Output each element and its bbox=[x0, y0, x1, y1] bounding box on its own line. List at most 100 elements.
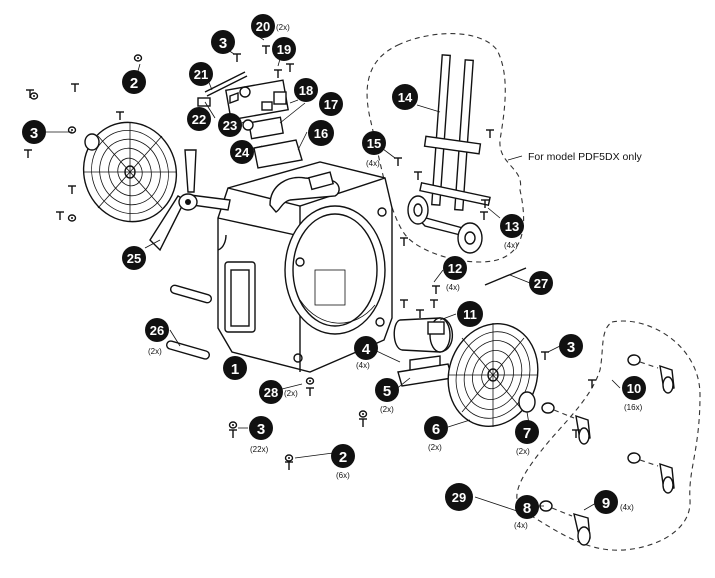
callout-number: 12 bbox=[448, 261, 462, 276]
callout-c4: 4 bbox=[354, 336, 378, 360]
callout-number: 2 bbox=[130, 75, 138, 92]
callout-disc bbox=[211, 30, 235, 54]
callout-number: 5 bbox=[383, 383, 391, 400]
callout-qty-c26: (2x) bbox=[148, 347, 162, 356]
right-fan-guard bbox=[447, 323, 539, 427]
housing bbox=[217, 161, 393, 373]
callout-qty-c8: (4x) bbox=[514, 521, 528, 530]
callout-disc bbox=[22, 120, 46, 144]
callout-disc bbox=[272, 37, 296, 61]
shaft-rod bbox=[484, 267, 527, 286]
callout-disc bbox=[515, 495, 539, 519]
callout-qty-c9: (4x) bbox=[620, 503, 634, 512]
callout-number: 18 bbox=[299, 83, 313, 98]
callout-disc bbox=[392, 84, 418, 110]
callout-disc bbox=[218, 113, 242, 137]
callout-disc bbox=[249, 416, 273, 440]
callout-disc bbox=[443, 256, 467, 280]
callout-c8: 8 bbox=[515, 495, 539, 519]
callout-disc bbox=[362, 131, 386, 155]
callout-c2a: 2 bbox=[122, 70, 146, 94]
callout-c18: 18 bbox=[294, 78, 318, 102]
callout-c21: 21 bbox=[189, 62, 213, 86]
callout-number: 3 bbox=[567, 339, 575, 356]
callout-number: 11 bbox=[463, 307, 477, 322]
callout-qty-c12: (4x) bbox=[446, 283, 460, 292]
callout-c3c: 3 bbox=[559, 334, 583, 358]
callout-number: 3 bbox=[257, 421, 265, 438]
callout-number: 7 bbox=[523, 425, 531, 442]
callout-disc bbox=[457, 301, 483, 327]
callout-c10: 10 bbox=[622, 376, 646, 400]
callout-disc bbox=[230, 140, 254, 164]
callout-c20: 20 bbox=[251, 14, 275, 38]
callout-disc bbox=[331, 444, 355, 468]
callout-qty-c4: (4x) bbox=[356, 361, 370, 370]
callout-number: 13 bbox=[505, 219, 519, 234]
callout-qty-c28: (2x) bbox=[284, 389, 298, 398]
callout-qty-c7: (2x) bbox=[516, 447, 530, 456]
callout-disc bbox=[145, 318, 169, 342]
callout-number: 10 bbox=[627, 381, 641, 396]
switch-assembly bbox=[197, 71, 303, 169]
callout-qty-c3d: (22x) bbox=[250, 445, 269, 454]
callout-c9: 9 bbox=[594, 490, 618, 514]
callout-disc bbox=[515, 420, 539, 444]
callout-c26: 26 bbox=[145, 318, 169, 342]
callout-qty-c15: (4x) bbox=[366, 159, 380, 168]
callout-qty-c20: (2x) bbox=[276, 23, 290, 32]
callout-qty-c13: (4x) bbox=[504, 241, 518, 250]
callout-c2b: 2 bbox=[331, 444, 355, 468]
callout-number: 4 bbox=[362, 341, 371, 358]
callout-qty-c10: (16x) bbox=[624, 403, 643, 412]
callout-disc bbox=[445, 483, 473, 511]
callout-disc bbox=[122, 246, 146, 270]
callout-c3d: 3 bbox=[249, 416, 273, 440]
callout-qty-c5: (2x) bbox=[380, 405, 394, 414]
callout-number: 1 bbox=[231, 361, 239, 378]
callout-number: 28 bbox=[264, 385, 278, 400]
callout-number: 2 bbox=[339, 449, 347, 466]
caster-set bbox=[539, 354, 675, 546]
callout-c12: 12 bbox=[443, 256, 467, 280]
callout-number: 3 bbox=[30, 125, 38, 142]
callout-number: 25 bbox=[127, 251, 141, 266]
callout-number: 23 bbox=[223, 118, 237, 133]
callout-disc bbox=[294, 78, 318, 102]
callout-c1: 1 bbox=[223, 356, 247, 380]
callout-number: 21 bbox=[194, 67, 208, 82]
feet-strips bbox=[165, 284, 213, 360]
callout-number: 17 bbox=[324, 97, 338, 112]
callout-disc bbox=[259, 380, 283, 404]
callout-number: 16 bbox=[314, 126, 328, 141]
callout-disc bbox=[187, 107, 211, 131]
callout-c3a: 3 bbox=[22, 120, 46, 144]
caster-outline bbox=[516, 320, 701, 551]
callout-c25: 25 bbox=[122, 246, 146, 270]
callout-number: 6 bbox=[432, 421, 440, 438]
callout-disc bbox=[223, 356, 247, 380]
callout-c13: 13 bbox=[500, 214, 524, 238]
callout-number: 8 bbox=[523, 500, 531, 517]
callout-disc bbox=[529, 271, 553, 295]
callout-c19: 19 bbox=[272, 37, 296, 61]
callout-number: 24 bbox=[235, 145, 250, 160]
motor bbox=[393, 317, 454, 353]
callout-number: 3 bbox=[219, 35, 227, 52]
left-fan-guard bbox=[82, 121, 178, 223]
callout-c7: 7 bbox=[515, 420, 539, 444]
callout-c14: 14 bbox=[392, 84, 418, 110]
callout-disc bbox=[500, 214, 524, 238]
callout-c23: 23 bbox=[218, 113, 242, 137]
fan-impeller bbox=[149, 149, 231, 252]
callout-disc bbox=[559, 334, 583, 358]
callout-number: 22 bbox=[192, 112, 206, 127]
callout-qty-c2b: (6x) bbox=[336, 471, 350, 480]
callout-disc bbox=[354, 336, 378, 360]
callout-c3b: 3 bbox=[211, 30, 235, 54]
callout-c15: 15 bbox=[362, 131, 386, 155]
callout-number: 27 bbox=[534, 276, 548, 291]
callout-qty-c6: (2x) bbox=[428, 443, 442, 452]
